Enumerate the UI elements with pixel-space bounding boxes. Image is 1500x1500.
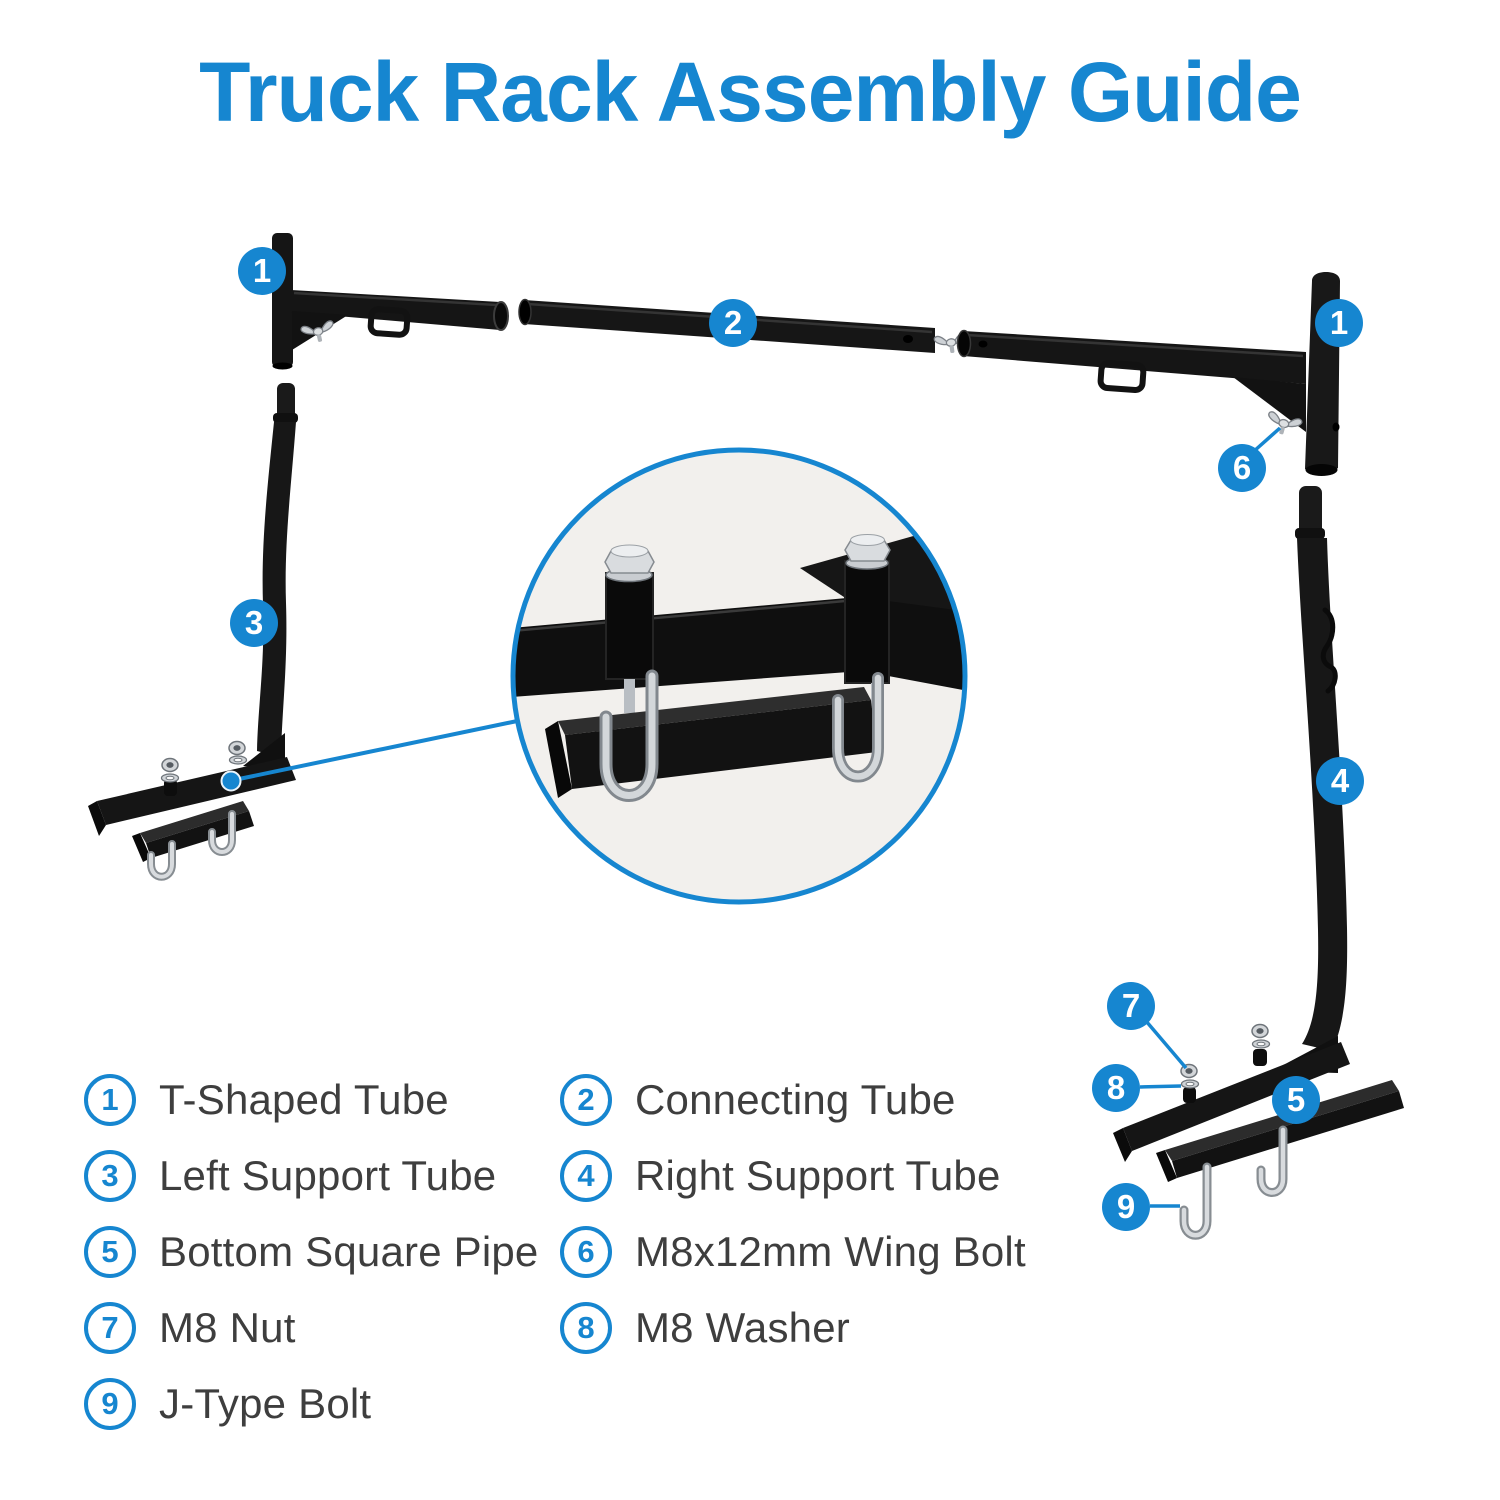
legend-label-7: M8 Nut — [159, 1304, 296, 1351]
diagram-badge-6: 6 — [1218, 444, 1266, 492]
legend-item-bottom-square-pipe: 5 Bottom Square Pipe — [84, 1226, 560, 1278]
legend-label-5: Bottom Square Pipe — [159, 1228, 539, 1275]
diagram-badge-1-right: 1 — [1315, 299, 1363, 347]
legend-item-t-shaped-tube: 1 T-Shaped Tube — [84, 1074, 560, 1126]
bottom-square-pipe-right — [1156, 1080, 1404, 1182]
diagram-badge-3: 3 — [230, 599, 278, 647]
detail-inset — [510, 447, 968, 905]
legend-label-6: M8x12mm Wing Bolt — [635, 1228, 1026, 1275]
page-title: Truck Rack Assembly Guide — [199, 45, 1302, 139]
legend-badge-6: 6 — [560, 1226, 612, 1278]
legend-item-connecting-tube: 2 Connecting Tube — [560, 1074, 1026, 1126]
legend-label-2: Connecting Tube — [635, 1076, 956, 1123]
parts-legend: 1 T-Shaped Tube 2 Connecting Tube 3 Left… — [84, 1062, 1026, 1442]
diagram-badge-4: 4 — [1316, 757, 1364, 805]
diagram-badge-8: 8 — [1092, 1064, 1140, 1112]
callout-dot — [220, 770, 242, 792]
t-shaped-tube-left — [272, 233, 509, 370]
legend-label-9: J-Type Bolt — [159, 1380, 372, 1427]
legend-item-right-support-tube: 4 Right Support Tube — [560, 1150, 1026, 1202]
leader-lines — [238, 426, 1282, 1208]
legend-badge-9: 9 — [84, 1378, 136, 1430]
legend-label-1: T-Shaped Tube — [159, 1076, 449, 1123]
t-shaped-tube-right — [956, 272, 1340, 476]
legend-badge-3: 3 — [84, 1150, 136, 1202]
legend-item-left-support-tube: 3 Left Support Tube — [84, 1150, 560, 1202]
legend-badge-5: 5 — [84, 1226, 136, 1278]
diagram-badge-1-left: 1 — [238, 247, 286, 295]
legend-item-m8-washer: 8 M8 Washer — [560, 1302, 1026, 1354]
diagram-badge-2: 2 — [709, 299, 757, 347]
legend-label-8: M8 Washer — [635, 1304, 850, 1351]
diagram-badge-9: 9 — [1102, 1183, 1150, 1231]
legend-badge-2: 2 — [560, 1074, 612, 1126]
legend-item-wing-bolt: 6 M8x12mm Wing Bolt — [560, 1226, 1026, 1278]
j-type-bolts-left — [147, 810, 236, 881]
diagram-badge-5: 5 — [1272, 1076, 1320, 1124]
legend-badge-1: 1 — [84, 1074, 136, 1126]
legend-badge-7: 7 — [84, 1302, 136, 1354]
legend-item-m8-nut: 7 M8 Nut — [84, 1302, 560, 1354]
legend-label-4: Right Support Tube — [635, 1152, 1001, 1199]
legend-badge-4: 4 — [560, 1150, 612, 1202]
left-foot-assembly — [88, 733, 296, 881]
legend-label-3: Left Support Tube — [159, 1152, 497, 1199]
left-support-tube — [257, 383, 298, 757]
legend-badge-8: 8 — [560, 1302, 612, 1354]
diagram-badge-7: 7 — [1107, 982, 1155, 1030]
j-type-bolts-right — [1179, 1125, 1288, 1240]
right-foot-assembly — [1113, 1023, 1404, 1240]
legend-item-j-type-bolt: 9 J-Type Bolt — [84, 1378, 560, 1430]
